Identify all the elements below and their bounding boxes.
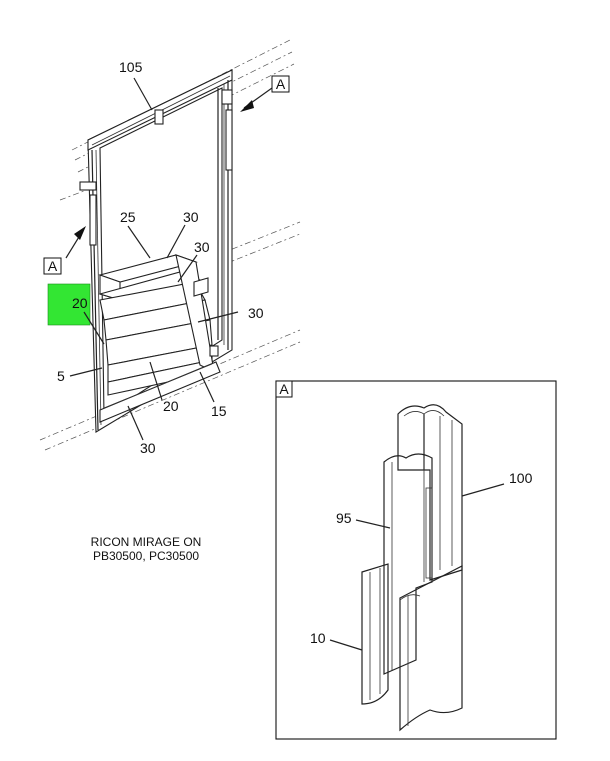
callout-30-top: 30 [183, 209, 199, 225]
note-line-1: RICON MIRAGE ON [91, 535, 202, 549]
callout-15: 15 [211, 403, 227, 419]
channel-95 [383, 453, 433, 675]
leader-100 [461, 483, 505, 497]
view-arrow-left [65, 226, 86, 259]
leader-lines [69, 77, 239, 441]
callout-10: 10 [310, 630, 326, 646]
callout-100: 100 [509, 470, 533, 486]
view-marker-a-left: A [43, 257, 62, 275]
callout-20-highlighted: 20 [72, 295, 88, 311]
view-marker-a-left-label: A [48, 258, 58, 274]
callout-95: 95 [336, 510, 352, 526]
callout-30-middle: 30 [194, 239, 210, 255]
application-note: RICON MIRAGE ON PB30500, PC30500 [91, 535, 202, 563]
detail-view-a: A 100 [275, 380, 557, 740]
callouts-main: 105 25 30 30 30 20 5 20 15 30 [57, 59, 264, 456]
callout-25: 25 [120, 209, 136, 225]
callout-105: 105 [119, 59, 143, 75]
view-arrow-right [240, 87, 273, 112]
callout-30-bottom: 30 [140, 440, 156, 456]
leader-95 [355, 519, 391, 529]
leader-10 [329, 639, 363, 651]
callout-30-right: 30 [248, 305, 264, 321]
view-marker-a-top: A [271, 75, 290, 93]
channel-10 [361, 563, 389, 705]
channel-100-lower [399, 565, 463, 732]
detail-view-a-label: A [279, 381, 289, 397]
view-marker-a-top-label: A [276, 76, 286, 92]
note-line-2: PB30500, PC30500 [93, 549, 199, 563]
callout-5: 5 [57, 368, 65, 384]
callout-20-lower: 20 [163, 398, 179, 414]
highlight-box [47, 283, 91, 326]
